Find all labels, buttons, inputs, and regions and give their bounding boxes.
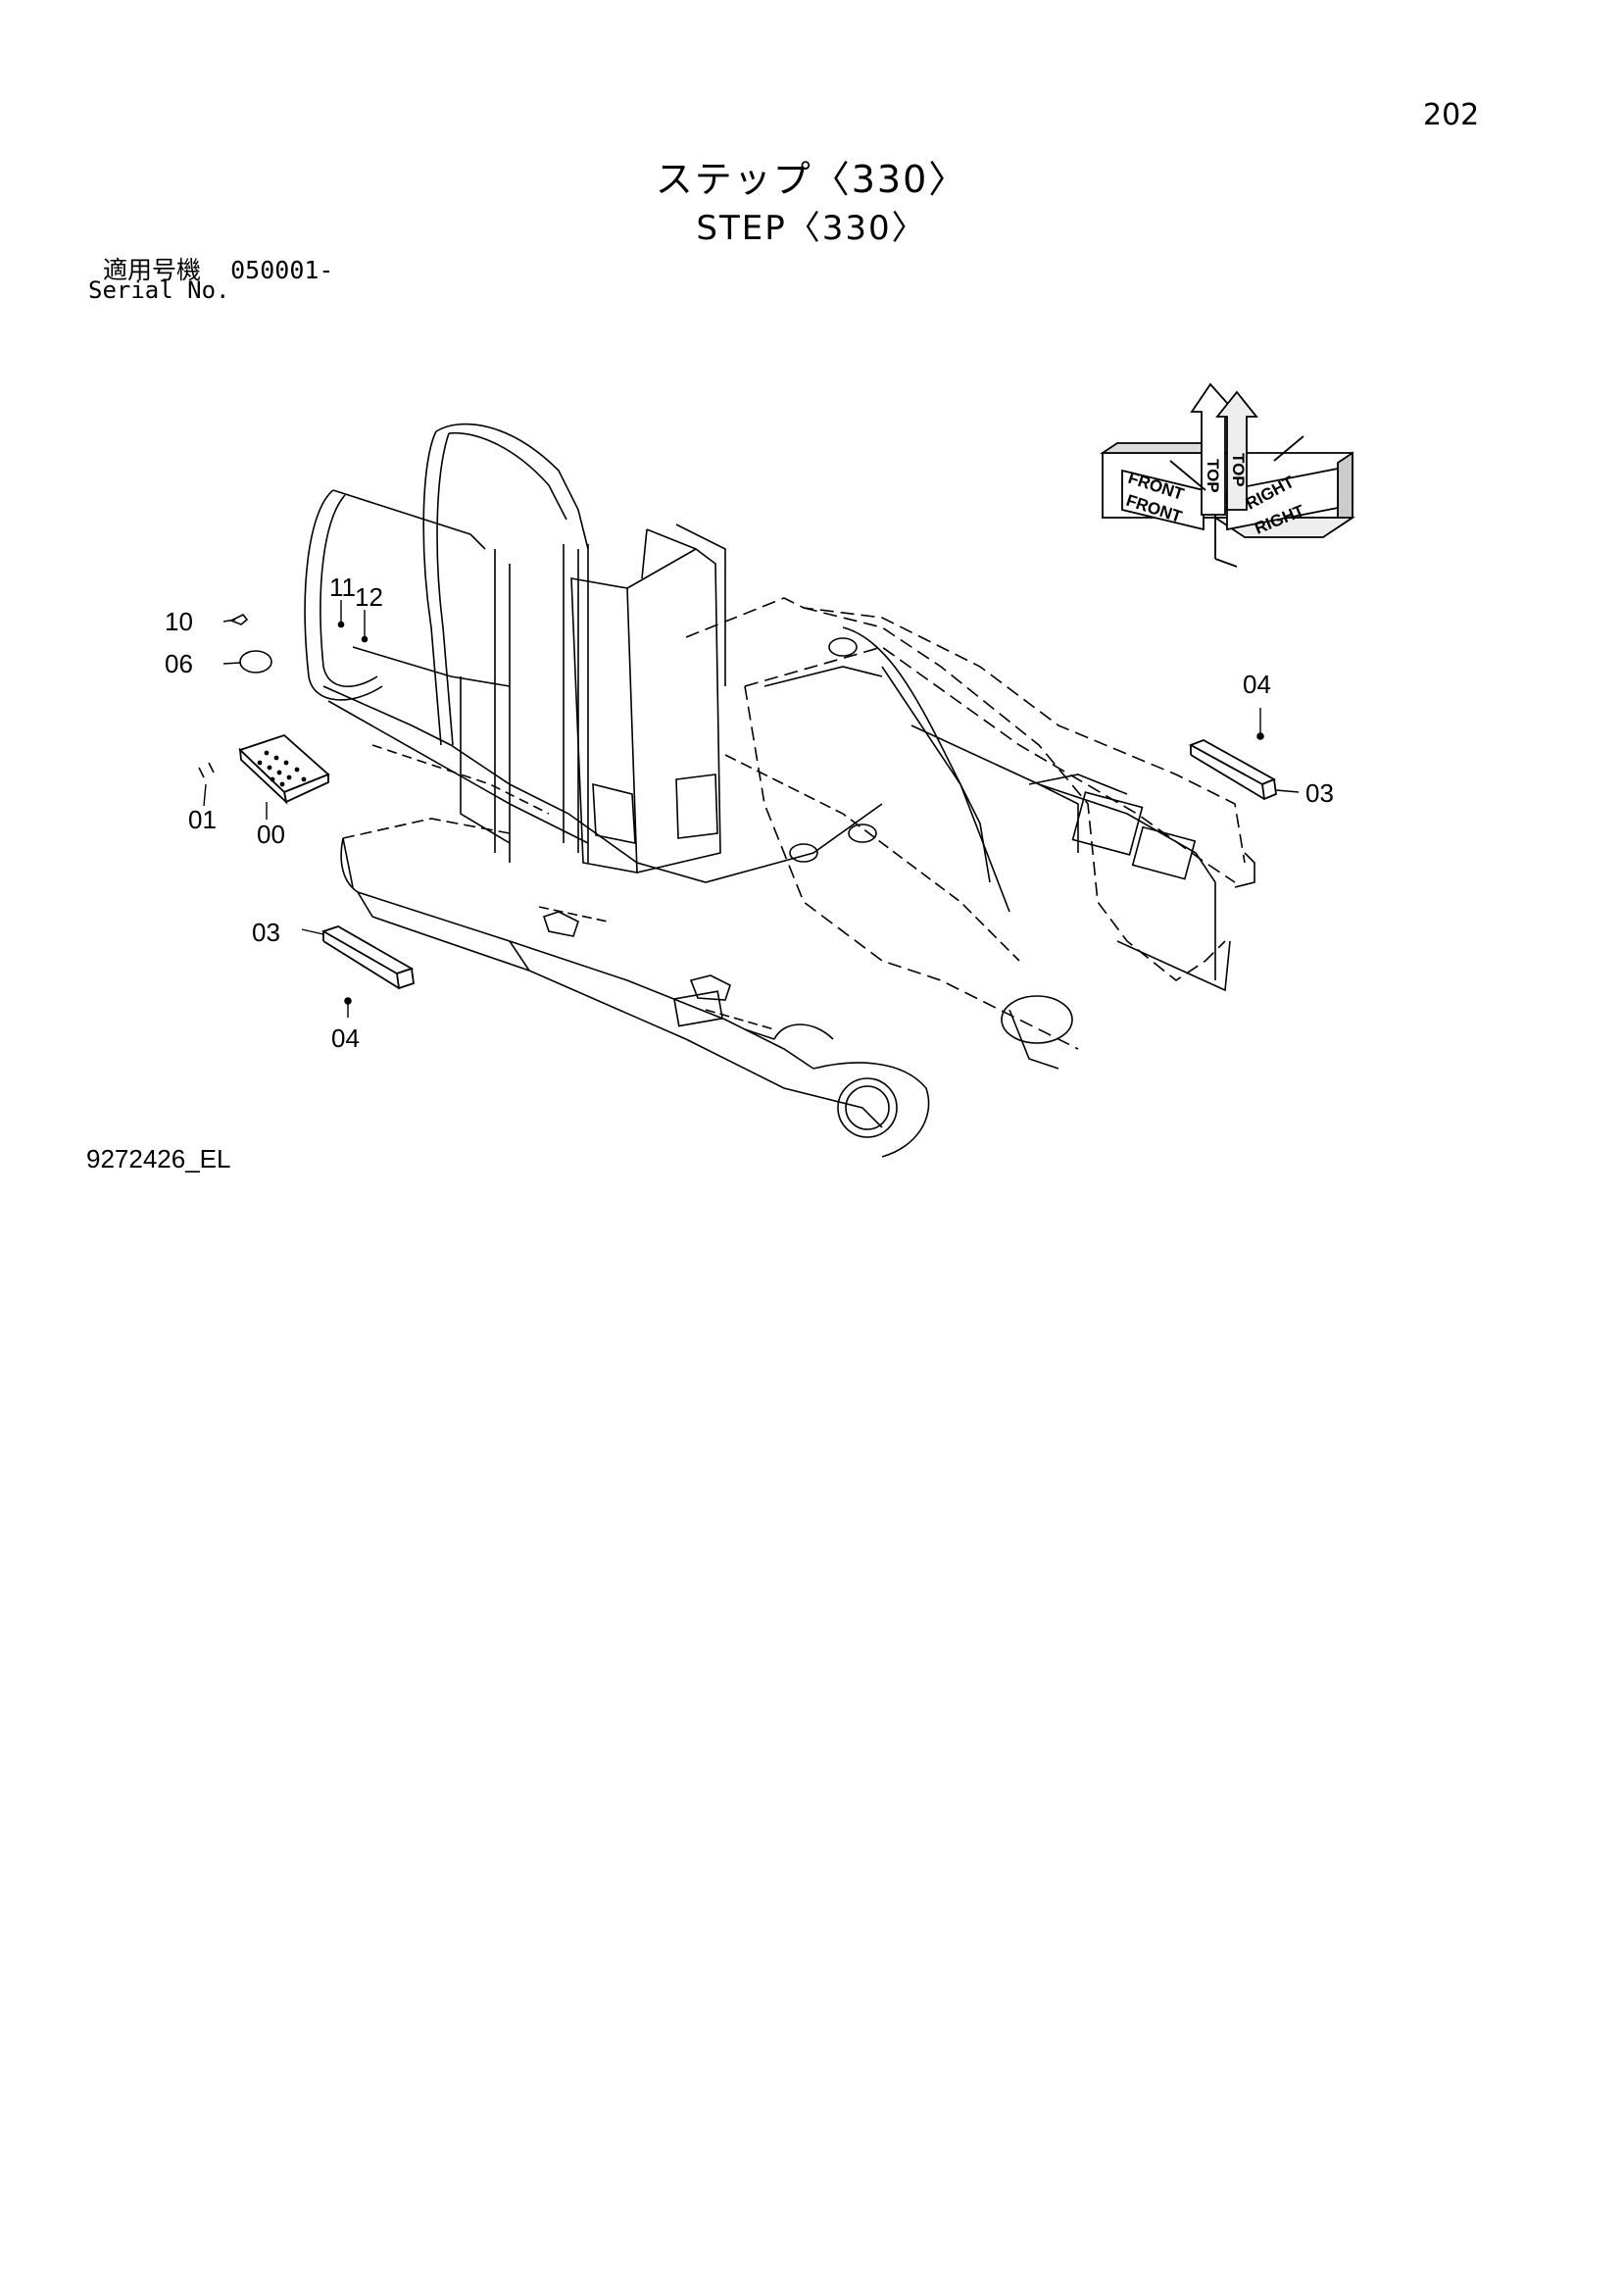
callout-06: 06 xyxy=(165,649,193,678)
document-code: 9272426_EL xyxy=(86,1144,231,1173)
step-plate-00 xyxy=(238,733,330,805)
page-title-japanese: ステップ〈330〉 xyxy=(655,158,968,201)
serial-line-japanese: 適用号機 050001- xyxy=(103,251,333,286)
main-frame xyxy=(685,597,1255,1070)
screw-12-icon xyxy=(361,635,369,643)
clip-10-icon xyxy=(229,613,249,625)
callout-04-left: 04 xyxy=(331,1023,360,1053)
callout-11: 11 xyxy=(329,573,356,602)
ring-06-icon xyxy=(239,650,272,674)
callout-03-left: 03 xyxy=(252,918,280,947)
cube-label-top-1: TOP xyxy=(1204,459,1222,493)
step-tread-03-left xyxy=(320,925,415,990)
leader-lines xyxy=(203,600,1300,1018)
serial-label-japanese: 適用号機 xyxy=(103,256,202,284)
callout-00: 00 xyxy=(257,820,285,849)
callout-01: 01 xyxy=(188,805,217,834)
serial-label-english: Serial No. xyxy=(88,276,230,304)
callout-labels: 10 06 11 12 01 00 03 04 04 03 xyxy=(165,573,1334,1053)
callout-10: 10 xyxy=(165,607,193,636)
page-title-english: STEP〈330〉 xyxy=(696,209,927,248)
callout-12: 12 xyxy=(355,582,383,612)
cube-label-top-2: TOP xyxy=(1229,453,1248,487)
counterweight-lower-frame xyxy=(340,818,930,1158)
step-tread-03-right xyxy=(1188,739,1277,801)
callout-04-right: 04 xyxy=(1243,670,1271,699)
orientation-cube-icon xyxy=(1100,382,1355,568)
serial-value: 050001- xyxy=(230,256,334,284)
callout-03-right: 03 xyxy=(1305,778,1334,808)
screw-11-icon xyxy=(337,621,345,628)
upperstructure-frame xyxy=(304,423,883,883)
page-number: 202 xyxy=(1423,98,1480,132)
